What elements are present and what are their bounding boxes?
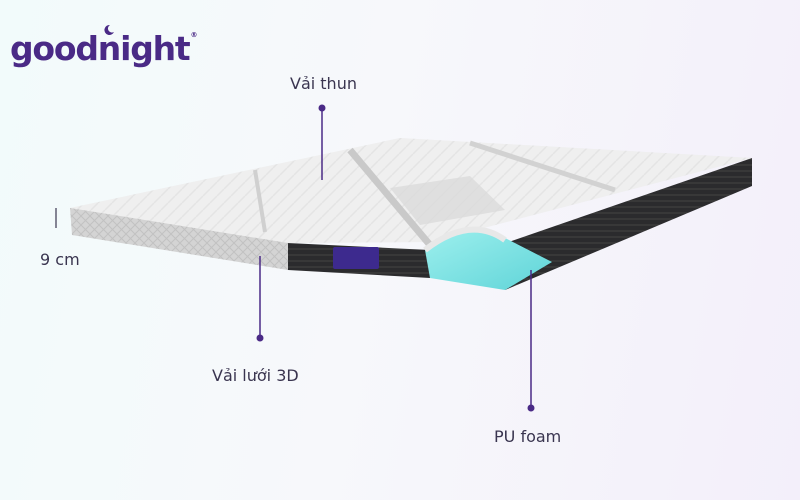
label-core-layer: PU foam <box>494 427 562 446</box>
mattress-right-side <box>500 158 752 290</box>
label-thickness: 9 cm <box>40 250 80 269</box>
registered-mark: ® <box>190 31 198 39</box>
brand-logo: goodnight® <box>10 29 198 68</box>
moon-icon <box>104 24 114 35</box>
label-top-layer: Vải thun <box>290 74 357 93</box>
callout-dot-icon <box>256 334 264 342</box>
callout-dot-icon <box>318 104 326 112</box>
logo-text: goodnight <box>10 29 191 68</box>
callout-dot-icon <box>527 404 535 412</box>
label-side-layer: Vải lưới 3D <box>212 366 299 385</box>
mattress-tag <box>333 247 379 269</box>
mattress-side-mesh <box>70 208 288 270</box>
pu-foam-core <box>425 228 552 290</box>
